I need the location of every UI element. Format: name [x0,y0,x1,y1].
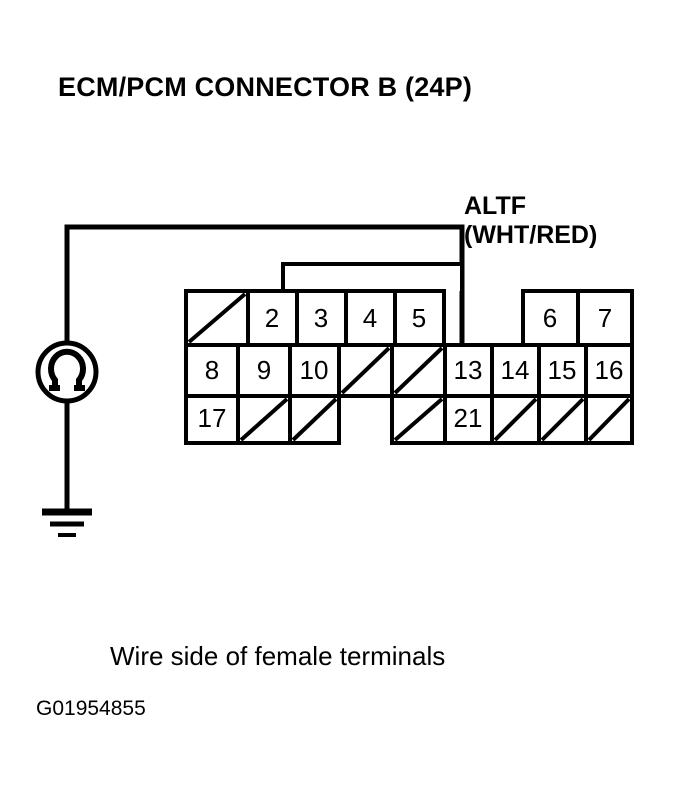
slash-24 [587,397,631,442]
pin-cell-16 [584,343,634,398]
pin-label-10: 10 [300,355,329,385]
pin-label-7: 7 [598,303,612,333]
pin-cell-5 [393,289,446,347]
wire-color-code: (WHT/RED) [464,221,598,249]
wire-label: ALTF (WHT/RED) [464,192,597,250]
unused-terminal-slashes [187,292,631,442]
pin-label-2: 2 [265,303,279,333]
pin-label-15: 15 [548,355,577,385]
slash-18 [239,397,289,442]
slash-20 [393,397,444,442]
pin-cell-4 [344,289,397,347]
pin-cell-7 [576,289,634,347]
slash-12 [393,346,444,395]
figure-caption: Wire side of female terminals [110,641,446,671]
pin-label-6: 6 [543,303,557,333]
slash-19 [291,397,338,442]
pin-label-3: 3 [314,303,328,333]
ground-symbol [42,401,92,537]
pin-cell-13 [443,343,494,398]
pin-cell-8 [184,343,240,398]
pin-label-4: 4 [363,303,377,333]
page-title: ECM/PCM CONNECTOR B (24P) [58,72,473,102]
slash-11 [340,346,391,395]
pin-label-16: 16 [595,355,624,385]
terminal-numbers: 2 3 4 5 6 7 8 9 10 13 14 15 16 17 21 [198,303,624,433]
pin-label-9: 9 [257,355,271,385]
ohmmeter-symbol [35,340,99,404]
slash-22 [493,397,538,442]
pin-label-17: 17 [198,403,227,433]
pin-label-5: 5 [412,303,426,333]
pin-label-13: 13 [454,355,483,385]
pin-label-8: 8 [205,355,219,385]
pin-label-21: 21 [454,403,483,433]
wire-signal-name: ALTF [464,192,527,220]
slash-23 [540,397,585,442]
connector-locking-tab [281,262,464,291]
pin-label-14: 14 [501,355,530,385]
pin-cell-3 [295,289,348,347]
figure-id: G01954855 [36,697,146,720]
slash-1 [187,292,247,344]
omega-icon [48,348,86,391]
pin-cell-17 [184,394,240,445]
